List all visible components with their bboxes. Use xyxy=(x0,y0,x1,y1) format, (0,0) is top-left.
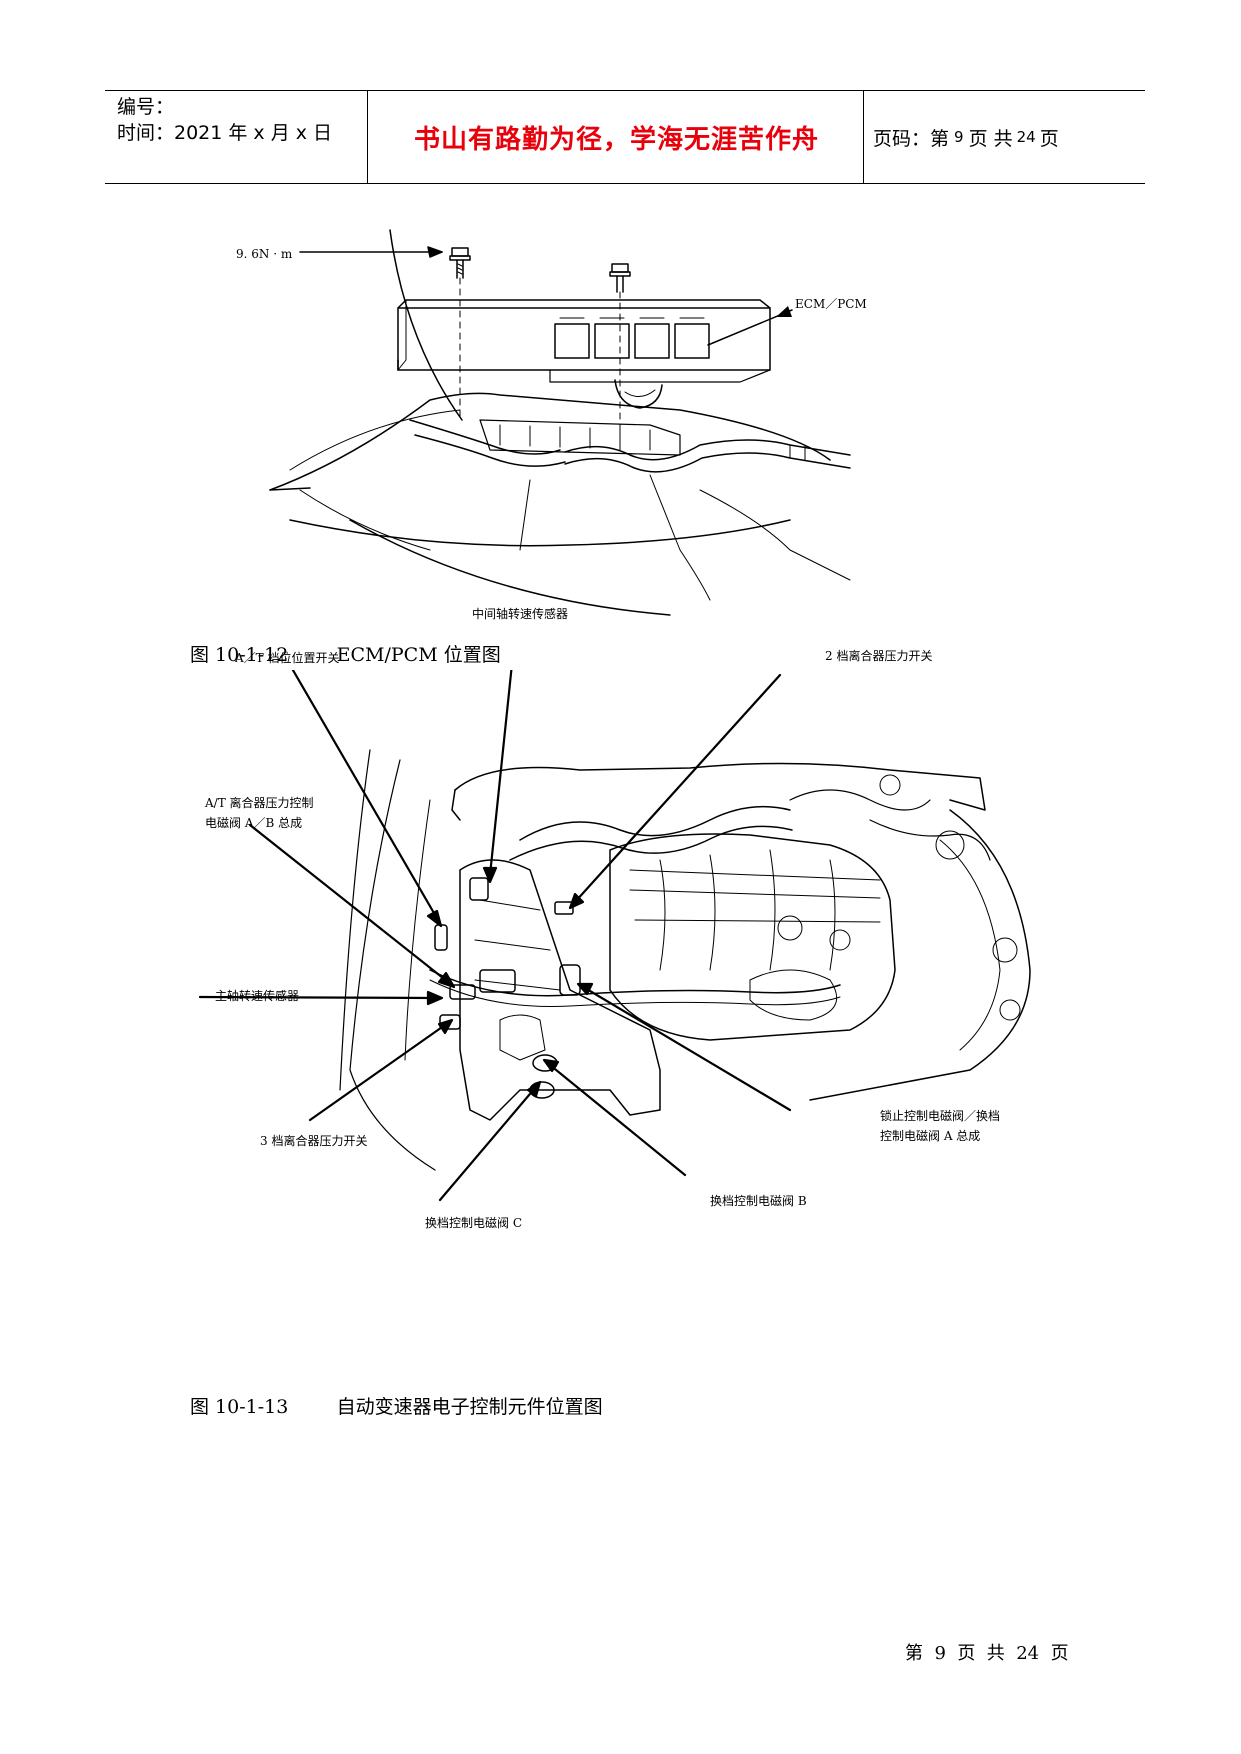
label-lockup-solenoid-line1: 锁止控制电磁阀／换档 xyxy=(880,1108,1000,1123)
engine-block xyxy=(609,833,896,1041)
page-footer: 第 9 页 共 24 页 xyxy=(905,1643,1069,1664)
ecm-pcm-location-drawing: 9. 6N · m ECM／PCM xyxy=(236,229,867,616)
header-motto: 书山有路勤为径，学海无涯苦作舟 xyxy=(413,124,819,155)
label-at-clutch-solenoid-line2: 电磁阀 A／B 总成 xyxy=(205,815,302,830)
bolt-icon xyxy=(609,263,631,451)
label-third-clutch-pressure-switch: 3 档离合器压力开关 xyxy=(260,1133,367,1148)
figure-caption-2: 图 10-1-13 自动变速器电子控制元件位置图 xyxy=(190,1396,603,1418)
label-countershaft-sensor: 中间轴转速传感器 xyxy=(472,606,568,621)
label-lockup-solenoid-line2: 控制电磁阀 A 总成 xyxy=(880,1128,980,1143)
torque-label: 9. 6N · m xyxy=(236,247,293,261)
page-label: 页码：第 xyxy=(873,127,950,150)
label-shift-solenoid-b: 换档控制电磁阀 B xyxy=(710,1193,807,1208)
label-second-clutch-pressure-switch: 2 档离合器压力开关 xyxy=(825,648,932,663)
label-at-clutch-solenoid-line1: A/T 离合器压力控制 xyxy=(204,795,314,810)
header-page-info: 页码：第 9 页 共 24 页 xyxy=(873,91,1059,183)
header-meta: 编号： 时间：2021 年 x 月 x 日 xyxy=(117,94,332,146)
bolt-icon xyxy=(449,247,471,421)
ecm-module xyxy=(397,299,771,409)
page-number: 9 xyxy=(954,128,964,146)
ecm-pcm-label: ECM／PCM xyxy=(795,297,867,311)
label-shift-solenoid-c: 换档控制电磁阀 C xyxy=(425,1215,522,1230)
label-mainshaft-sensor: 主轴转速传感器 xyxy=(215,988,299,1003)
page-total: 24 xyxy=(1016,128,1036,146)
label-at-position-switch: A／T 档位位置开关 xyxy=(234,650,340,665)
transmission-labels-layer: 中间轴转速传感器 A／T 档位位置开关 2 档离合器压力开关 A/T 离合器压力… xyxy=(204,606,1000,1230)
page-end: 页 xyxy=(1039,127,1059,150)
header-divider xyxy=(367,91,368,183)
leader-arrows xyxy=(198,670,792,1202)
page-mid: 页 共 xyxy=(968,127,1013,150)
header-divider xyxy=(863,91,864,183)
document-header: 编号： 时间：2021 年 x 月 x 日 书山有路勤为径，学海无涯苦作舟 页码… xyxy=(105,90,1145,184)
figure-caption-1: 图 10-1-12 ECM/PCM 位置图 xyxy=(190,644,501,666)
transmission-components-drawing xyxy=(198,670,1031,1202)
transmission-housing xyxy=(459,859,661,1121)
doc-time-label: 时间：2021 年 x 月 x 日 xyxy=(117,122,333,144)
doc-number-label: 编号： xyxy=(117,96,175,118)
